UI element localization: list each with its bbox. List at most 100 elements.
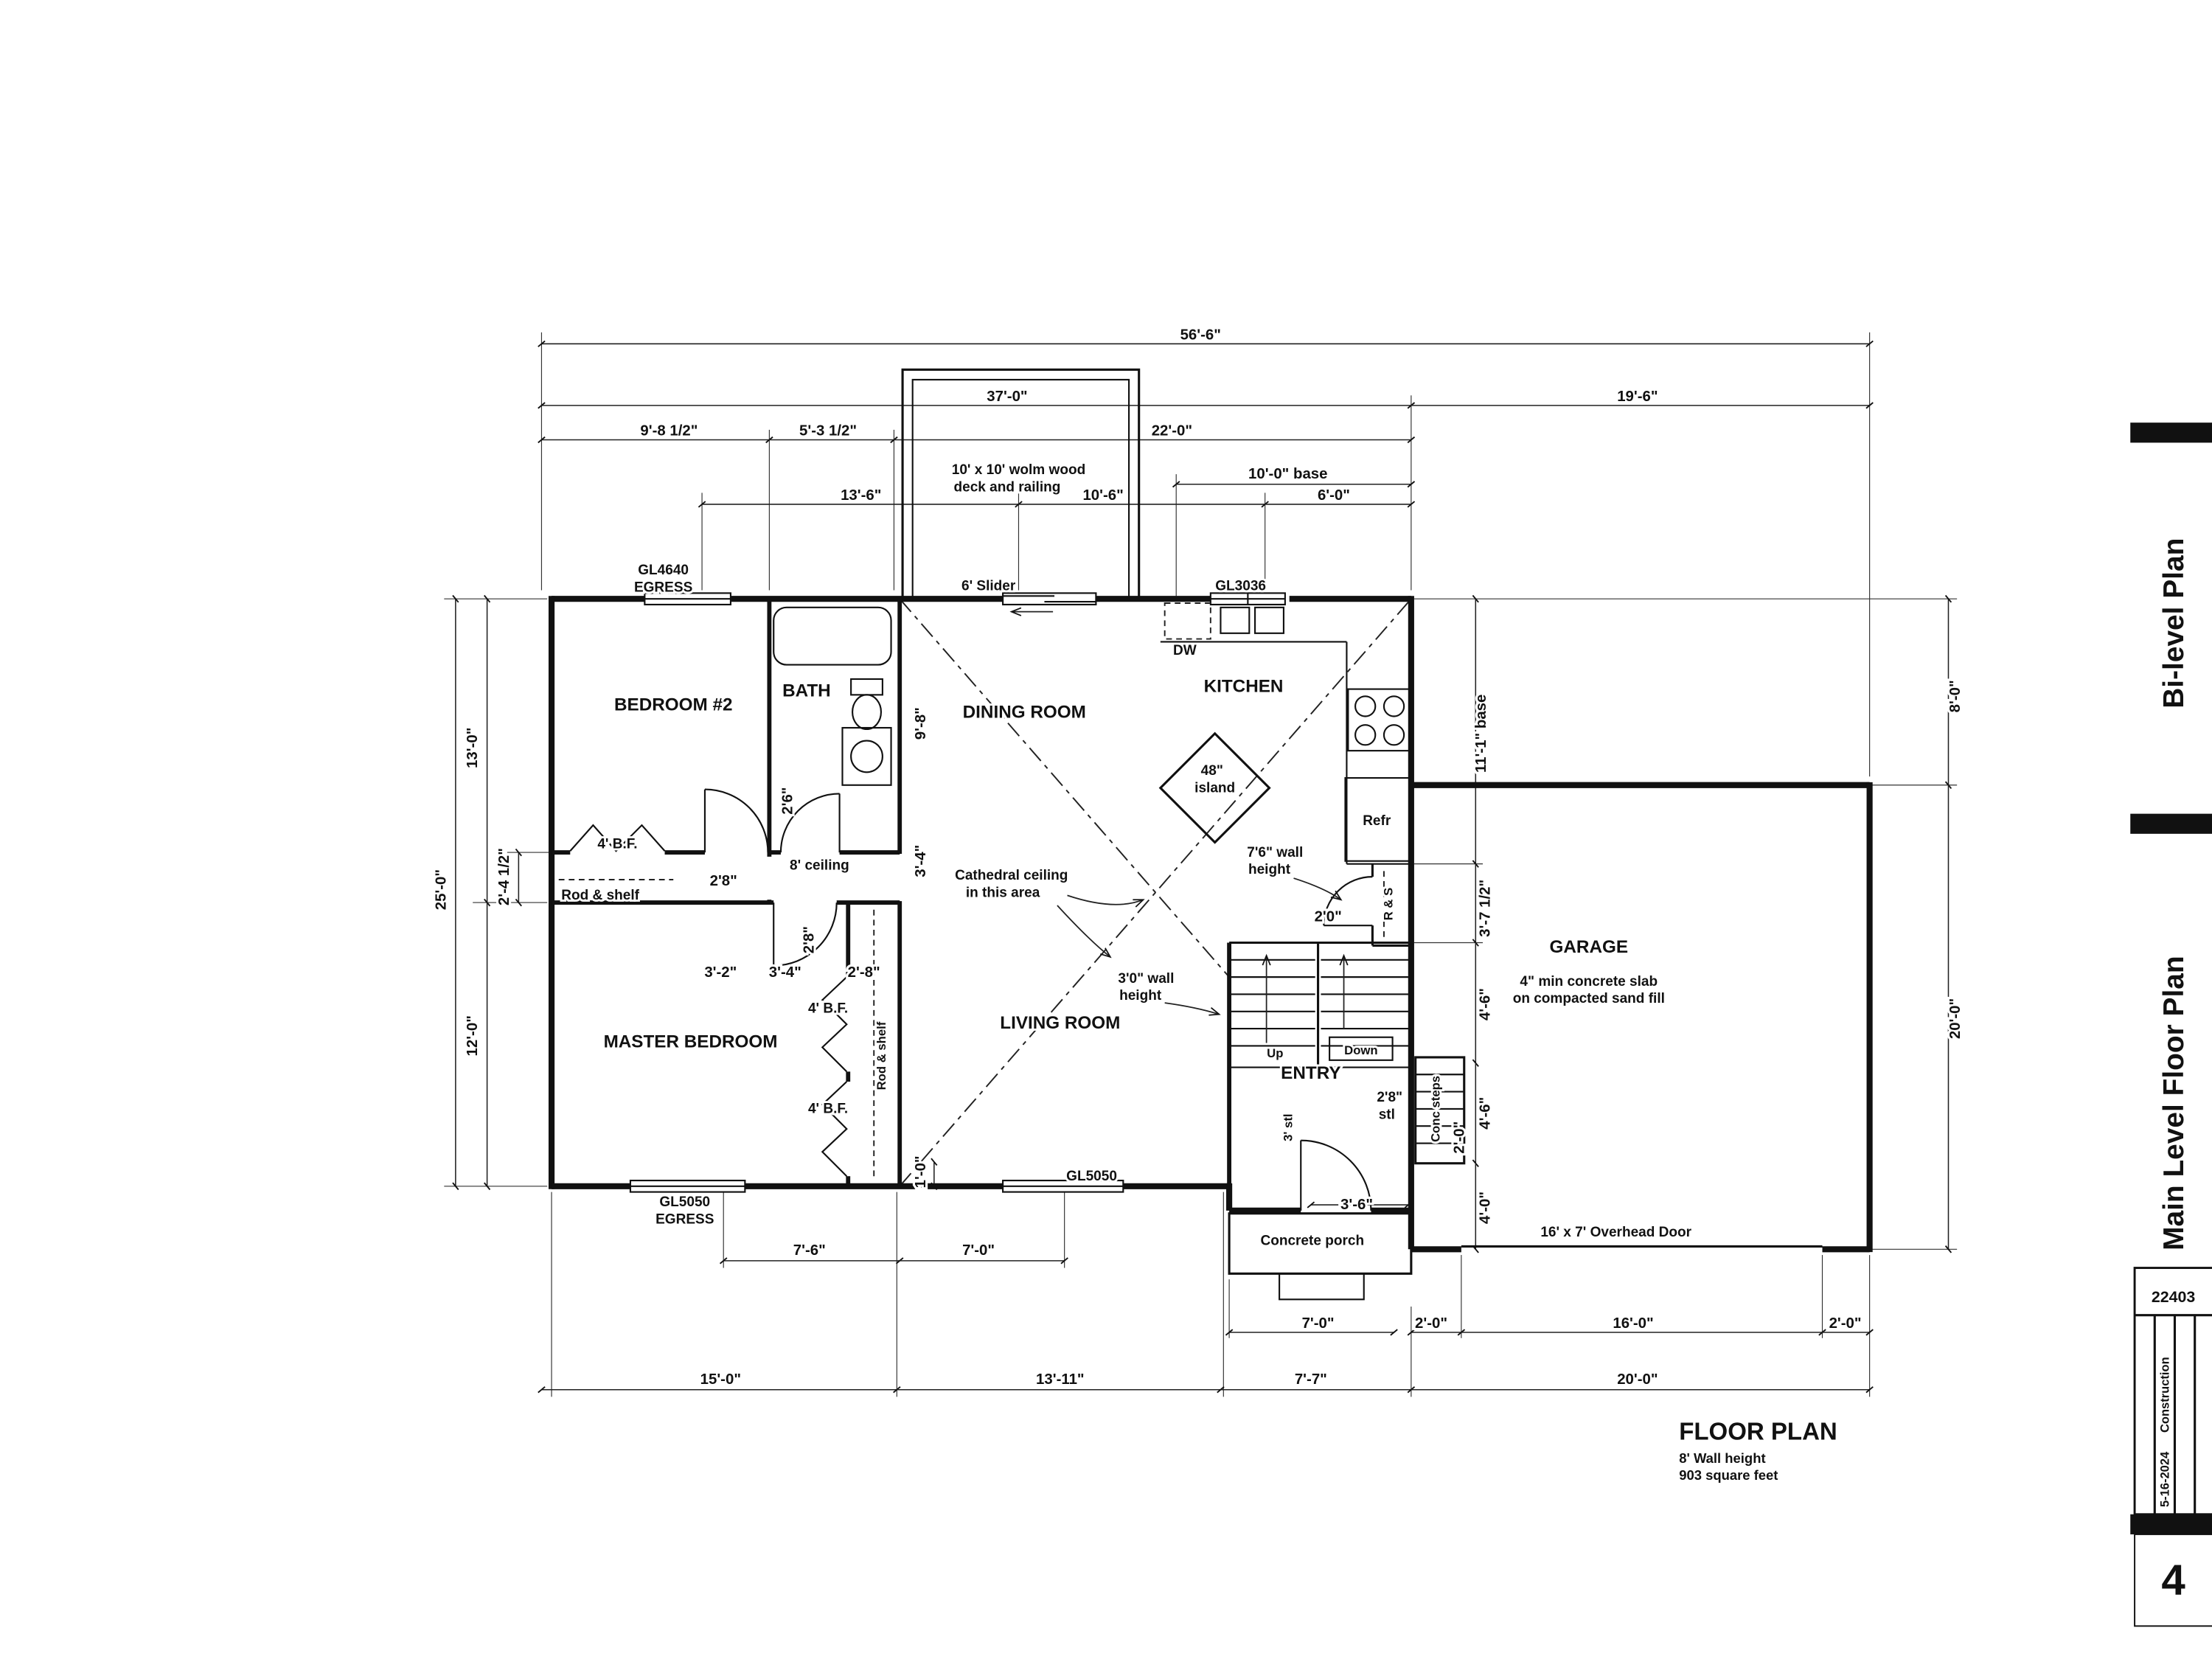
front-door: [1300, 1139, 1372, 1211]
dim-10-0-base: 10'-0" base: [1248, 466, 1327, 482]
stove: [1347, 688, 1411, 752]
leader-lines: [1009, 607, 1343, 1016]
slider-label: 6' Slider: [961, 579, 1016, 594]
down-label: Down: [1344, 1043, 1377, 1057]
dim-8-0: 8'-0": [1947, 680, 1964, 712]
dw-label: DW: [1173, 643, 1197, 658]
bifold-master-2: [821, 1081, 848, 1177]
dim-12-0: 12'-0": [465, 1015, 481, 1056]
room-label-bath: BATH: [782, 681, 831, 700]
dim-3-6: 3'-6": [1340, 1197, 1373, 1213]
dim-7-6: 7'-6": [793, 1242, 826, 1259]
title-block-bar-3: [2130, 1514, 2212, 1534]
dim-11-1-base: 11'-1" base: [1473, 695, 1489, 773]
bifold-label-bedroom2: 4' B.F.: [597, 836, 637, 852]
dim-7-0-porch: 7'-0": [1302, 1315, 1335, 1332]
island-label-1: 48": [1201, 763, 1223, 779]
window-gl3036: [1209, 592, 1286, 606]
dim-1-0: 1'-0": [913, 1155, 929, 1188]
cathedral-label-2: in this area: [966, 885, 1040, 900]
title-block: Bi-level Plan Main Level Floor Plan 2240…: [2130, 422, 2212, 1627]
wall-30-label-1: 3'0" wall: [1118, 971, 1174, 987]
dim-13-6: 13'-6": [841, 487, 881, 504]
room-label-master: MASTER BEDROOM: [604, 1032, 778, 1051]
room-label-dining: DINING ROOM: [963, 702, 1086, 722]
concrete-steps: [1414, 1056, 1466, 1165]
up-label: Up: [1267, 1046, 1283, 1060]
garage-slab-label-1: 4" min concrete slab: [1520, 974, 1658, 990]
extension-lines: [444, 332, 1958, 1397]
porch: [1228, 1212, 1413, 1301]
dim-15-0: 15'-0": [700, 1371, 741, 1388]
room-label-bedroom2: BEDROOM #2: [614, 695, 732, 715]
room-label-entry: ENTRY: [1281, 1063, 1340, 1083]
cathedral-label-1: Cathedral ceiling: [955, 868, 1068, 883]
sheet-number-box: [2134, 1533, 2212, 1627]
gl3036-label: GL3036: [1215, 579, 1266, 594]
dim-22-0: 22'-0": [1152, 423, 1192, 439]
bifold-master-1: [821, 976, 848, 1073]
dim-2-0-a: 2'-0": [1415, 1315, 1447, 1332]
kitchen-sink: [1220, 606, 1285, 634]
wall-30-label-2: height: [1119, 988, 1162, 1004]
down-label-box: [1329, 1036, 1394, 1061]
bifold-bedroom2: [569, 824, 666, 852]
title-block-bar-2: [2130, 813, 2212, 834]
project-number-label: 22403: [2152, 1288, 2196, 1306]
dim-2-8-bedroom2: 2'8": [710, 873, 737, 889]
stl-28-label-1: 2'8": [1377, 1090, 1402, 1105]
gl5050-master-label: GL5050: [659, 1194, 710, 1210]
garage-slab-label-2: on compacted sand fill: [1513, 991, 1665, 1006]
gl5050-living-label: GL5050: [1066, 1169, 1117, 1184]
title-block-grid: [2135, 1314, 2212, 1514]
conc-steps-label: Conc steps: [1429, 1076, 1443, 1142]
dim-2-8-hall: 2'8": [801, 926, 818, 953]
bathtub: [773, 606, 892, 666]
phase-label: Construction: [2159, 1357, 2172, 1433]
bifold-label-master-1: 4' B.F.: [808, 1001, 848, 1017]
dim-6-0: 6'-0": [1318, 487, 1350, 504]
dim-2-0-b: 2'-0": [1829, 1315, 1862, 1332]
window-gl5050-living: [1002, 1179, 1124, 1193]
dim-3-4-h: 3'-4": [769, 964, 801, 981]
dim-7-7: 7'-7": [1295, 1371, 1327, 1388]
dim-25-0: 25'-0": [433, 869, 449, 910]
dim-3-7-half: 3'-7 1/2": [1478, 880, 1494, 937]
dim-3-4-v: 3'-4": [913, 845, 929, 877]
gl4640-label: GL4640: [638, 563, 689, 578]
ceiling-8-label: 8' ceiling: [790, 858, 849, 873]
windows: [629, 592, 1823, 1248]
dim-20-0-right: 20'-0": [1947, 998, 1964, 1039]
cathedral-ceiling-lines: [899, 598, 1412, 1187]
dishwasher: [1164, 602, 1211, 640]
deck-label-2: deck and railing: [953, 479, 1060, 495]
dim-2-0-steps: 2'-0": [1452, 1121, 1468, 1154]
wall-76-label-1: 7'6" wall: [1247, 845, 1303, 860]
drawing-area: 903 square feet: [1679, 1467, 1778, 1483]
refrigerator: [1344, 776, 1411, 862]
dim-2-8-closet: 2'-8": [848, 964, 880, 981]
dim-7-0-living: 7'-0": [962, 1242, 995, 1259]
fixtures: [558, 602, 1411, 1180]
dim-13-11: 13'-11": [1036, 1371, 1085, 1388]
porch-label: Concrete porch: [1260, 1233, 1364, 1248]
dim-9-8: 9'-8": [913, 707, 929, 740]
dim-5-3-half: 5'-3 1/2": [799, 423, 857, 439]
deck-railing: [901, 368, 1141, 599]
dim-19-6: 19'-6": [1617, 389, 1658, 405]
toilet: [850, 678, 883, 731]
room-label-kitchen: KITCHEN: [1204, 676, 1284, 696]
window-gl4640: [644, 592, 732, 606]
dim-56-6: 56'-6": [1180, 327, 1221, 343]
bath-sink: [841, 726, 892, 786]
dim-16-0: 16'-0": [1613, 1315, 1653, 1332]
room-label-living: LIVING ROOM: [1000, 1013, 1120, 1033]
rod-shelf-entry-label: R & S: [1382, 888, 1396, 921]
master-door: [773, 902, 838, 967]
stl-28-label-2: stl: [1379, 1107, 1395, 1122]
bath-door: [779, 793, 841, 853]
sheet-title-label: Main Level Floor Plan: [2158, 956, 2190, 1250]
interior-walls: [552, 599, 1411, 1186]
rod-shelf-bedroom2-label: Rod & shelf: [561, 888, 639, 903]
